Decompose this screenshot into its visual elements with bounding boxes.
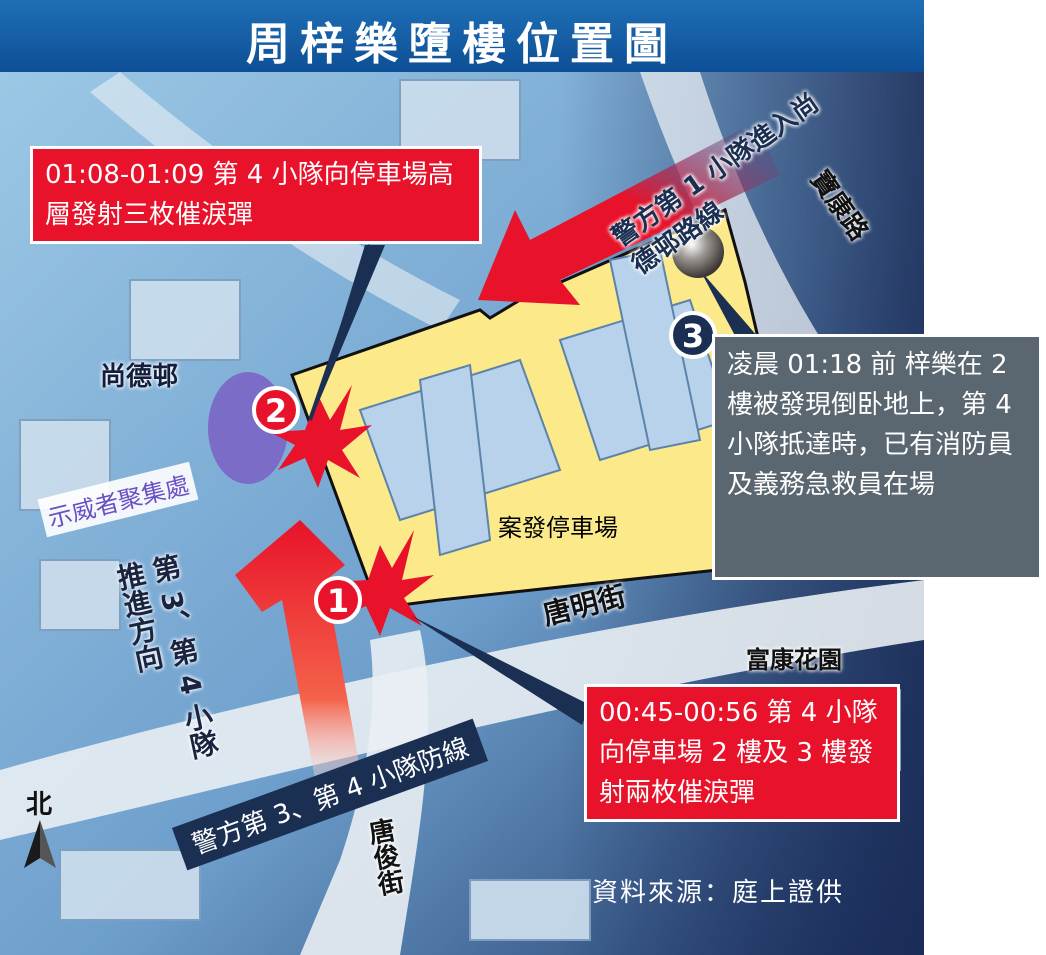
label-car-park: 案發停車場 <box>494 508 622 543</box>
svg-text:3: 3 <box>682 317 704 355</box>
svg-text:1: 1 <box>327 582 349 620</box>
car-park-buildings <box>358 248 732 557</box>
burst-2 <box>270 385 372 488</box>
pointer-1 <box>410 615 590 725</box>
marker-3: 3 <box>669 311 717 359</box>
label-source: 資料來源：庭上證供 <box>592 878 845 908</box>
team1-route-arrow <box>478 130 780 305</box>
label-north: 北 <box>26 790 53 820</box>
callout-found: 凌晨 01:18 前 梓樂在 2 樓被發現倒卧地上，第 4 小隊抵達時，已有消防… <box>712 334 1042 580</box>
fall-location-ball <box>672 226 724 278</box>
callout-team4-upper: 01:08-01:09 第 4 小隊向停車場高層發射三枚催淚彈 <box>30 146 482 244</box>
road-tong-ming <box>0 580 924 840</box>
north-arrow-icon <box>24 820 56 868</box>
callout-team4-lower: 00:45-00:56 第 4 小隊向停車場 2 樓及 3 樓發射兩枚催淚彈 <box>584 684 900 822</box>
marker-1: 1 <box>314 576 362 624</box>
map-title: 周梓樂墮樓位置圖 <box>246 19 678 70</box>
label-fu-hong: 富康花園 <box>746 646 842 674</box>
pointer-2-head <box>312 245 385 418</box>
advance-arrow <box>235 520 362 795</box>
marker-2: 2 <box>252 386 300 434</box>
svg-text:2: 2 <box>265 392 287 430</box>
label-sheung-tak: 尚德邨 <box>100 362 179 392</box>
title-bar: 周梓樂墮樓位置圖 <box>0 0 924 72</box>
